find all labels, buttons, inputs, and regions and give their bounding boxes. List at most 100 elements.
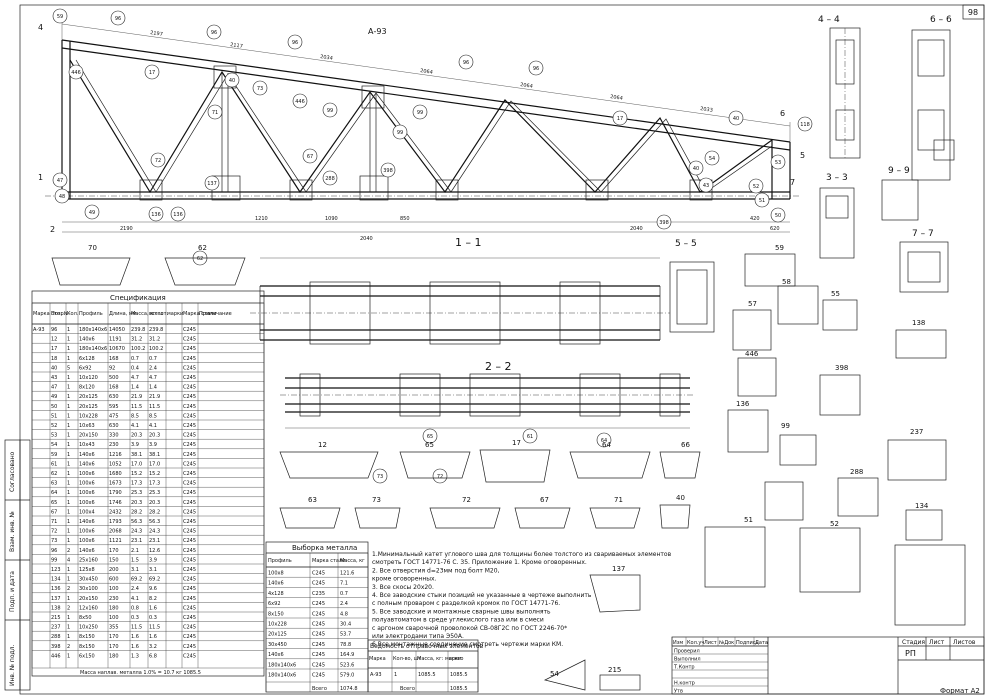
stage-value: РП: [905, 649, 916, 658]
section-2-2: 2 – 2: [280, 360, 695, 429]
spec-header: Масса, кг: шт.: [131, 311, 169, 317]
spec-cell: 2: [67, 644, 70, 650]
spec-cell: 1.4: [131, 385, 139, 391]
spec-cell: 69.2: [149, 577, 160, 583]
title-block-column: Кол.уч: [687, 640, 704, 646]
bubble-label: 446: [295, 99, 305, 105]
spec-cell: 1121: [109, 538, 122, 544]
spec-cell: 12.6: [149, 548, 160, 554]
spec-cell: 47: [51, 385, 57, 391]
spec-cell: 330: [109, 433, 119, 439]
section-title-3-3: 3 – 3: [826, 173, 848, 183]
spec-cell: 1680: [109, 471, 122, 477]
bubble-label: 59: [57, 14, 63, 20]
bubble: 49: [84, 204, 100, 220]
spec-cell: 14050: [109, 327, 125, 333]
truss-mark-label: А-93: [368, 27, 387, 36]
bubble: 48: [54, 188, 70, 204]
spec-cell: 123: [51, 567, 61, 573]
spec-cell: 215: [51, 615, 61, 621]
spec-header: Длина, мм: [109, 311, 137, 317]
spec-cell: 64: [51, 490, 57, 496]
spec-cell: 630: [109, 394, 119, 400]
detail-label: 73: [372, 496, 381, 504]
spec-cell: 49: [51, 394, 57, 400]
spec-cell: С245: [183, 529, 196, 535]
svg-text:850: 850: [400, 216, 410, 222]
bubble-label: 48: [59, 194, 65, 200]
specification-table: Спецификация Марка отпр.Поз. №Кол.Профил…: [31, 290, 265, 677]
spec-cell: 595: [109, 404, 119, 410]
spec-cell: 56.3: [149, 519, 160, 525]
spec-cell: С245: [183, 557, 196, 563]
spec-cell: 1: [67, 461, 70, 467]
bubble: 53: [770, 154, 786, 170]
spec-cell: 170: [109, 634, 119, 640]
spec-cell: 0.3: [131, 615, 139, 621]
spec-cell: 1: [67, 500, 70, 506]
bubble: 99: [322, 102, 338, 118]
spec-cell: 92: [109, 365, 115, 371]
detail-label: 17: [512, 439, 521, 447]
title-block-role: Н.контр: [674, 681, 695, 687]
bubble: 96: [206, 24, 222, 40]
spec-header: Марка отпр.: [33, 311, 66, 317]
spec-cell: 0.8: [131, 605, 139, 611]
spec-cell: 1: [67, 615, 70, 621]
bubble: 51: [754, 192, 770, 208]
note-line: 5. Все заводские и монтажные сварные швы…: [372, 608, 551, 615]
spec-cell: 1.3: [131, 653, 139, 659]
spec-cell: 6х128: [79, 356, 95, 362]
section-title-6-6: 6 – 6: [930, 15, 952, 25]
bubble-label: 136: [151, 212, 161, 218]
note-line: полуавтоматом в среде углекислого газа и…: [372, 617, 544, 624]
spec-cell: 2.4: [149, 365, 157, 371]
spec-cell: 100х6: [79, 500, 95, 506]
truss-web: [69, 59, 773, 194]
spec-cell: 1: [67, 356, 70, 362]
spec-cell: 17.3: [131, 481, 142, 487]
bubble: 72: [432, 468, 448, 484]
spec-cell: 1: [67, 538, 70, 544]
spec-cell: 8.5: [131, 413, 139, 419]
spec-cell: 446: [51, 653, 61, 659]
section-title-2-2: 2 – 2: [485, 360, 512, 373]
spec-cell: 9.6: [149, 586, 157, 592]
spec-cell: 69.2: [131, 577, 142, 583]
bubble: 446: [292, 93, 308, 109]
spec-cell: 1052: [109, 461, 122, 467]
bubble: 17: [144, 64, 160, 80]
spec-cell: 15.2: [131, 471, 142, 477]
bubble-label: 72: [155, 158, 161, 164]
spec-cell: 38.1: [149, 452, 160, 458]
svg-text:2190: 2190: [120, 226, 133, 232]
spec-cell: С245: [183, 481, 196, 487]
section-title-4-4: 4 – 4: [818, 15, 840, 25]
metal-cell: 7.1: [340, 581, 348, 587]
bubble: 52: [748, 178, 764, 194]
bubble-label: 96: [463, 60, 469, 66]
metal-cell: 20х125: [268, 632, 287, 638]
bubble-label: 40: [693, 166, 699, 172]
truss-elevation: А-93 2197 2117 2034 2064 2064 2064 2033: [38, 20, 805, 242]
spec-cell: 136: [51, 586, 61, 592]
spec-cell: 43: [51, 375, 57, 381]
spec-cell: 61: [51, 461, 57, 467]
svg-text:2064: 2064: [610, 94, 623, 102]
spec-cell: 11.5: [131, 625, 142, 631]
side-stamp: Согласовано Взам. инв. № Подп. и дата Ин…: [4, 439, 31, 691]
detail-label: 63: [308, 496, 317, 504]
bubble-label: 62: [197, 256, 203, 262]
spec-cell: 0.7: [131, 356, 139, 362]
stamp-inv-orig: Инв. № подл.: [9, 645, 16, 686]
dispatch-cell: 1085.5: [450, 672, 468, 678]
spec-cell: 237: [51, 625, 61, 631]
spec-cell: 8.2: [149, 596, 157, 602]
spec-cell: С245: [183, 327, 196, 333]
spec-cell: 63: [51, 481, 57, 487]
title-block-column: Подпись: [736, 640, 759, 646]
spec-cell: 18: [51, 356, 57, 362]
spec-cell: 0.4: [131, 365, 139, 371]
spec-cell: 140х6: [79, 519, 95, 525]
